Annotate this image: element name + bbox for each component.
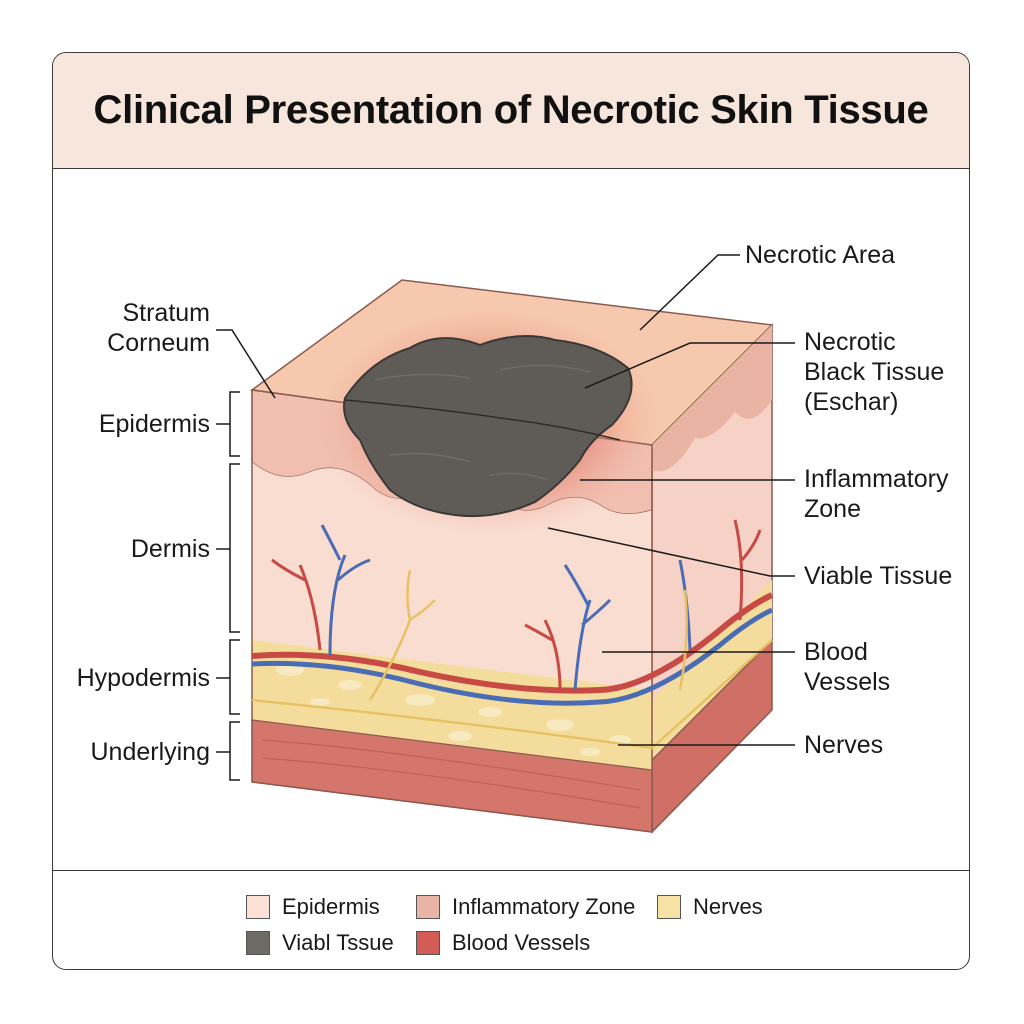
legend-swatch — [246, 931, 270, 955]
label-dermis: Dermis — [130, 535, 210, 563]
label-nerves: Nerves — [804, 731, 884, 759]
legend-swatch — [246, 895, 270, 919]
layer-brackets — [216, 391, 240, 781]
legend-item: Epidermis — [246, 894, 380, 920]
vein — [251, 607, 774, 706]
label-underlying: Underlying — [90, 738, 210, 766]
artery — [251, 592, 774, 694]
legend-label: Nerves — [693, 894, 763, 919]
legend-swatch — [416, 895, 440, 919]
legend-item: Nerves — [657, 894, 763, 920]
legend-item: Blood Vessels — [416, 930, 590, 956]
legend-divider — [52, 870, 970, 871]
legend-label: Inflammatory Zone — [452, 894, 636, 919]
front-fat — [252, 640, 652, 770]
label-inflammatory-zone: Inflammatory Zone — [804, 465, 949, 523]
label-hypodermis: Hypodermis — [76, 664, 210, 692]
label-stratum-corneum: Stratum Corneum — [107, 299, 210, 357]
page-title: Clinical Presentation of Necrotic Skin T… — [93, 88, 929, 132]
legend-item: Viabl Tssue — [246, 930, 394, 956]
legend-label: Blood Vessels — [452, 930, 591, 955]
legend-swatch — [657, 895, 681, 919]
title-bar: Clinical Presentation of Necrotic Skin T… — [53, 53, 969, 169]
legend-label: Viabl Tssue — [282, 930, 394, 955]
right-face-epidermis — [652, 325, 772, 472]
label-blood-vessels: Blood Vessels — [804, 638, 891, 696]
legend-swatch — [416, 931, 440, 955]
legend-item: Inflammatory Zone — [416, 894, 635, 920]
label-eschar: Necrotic Black Tissue (Eschar) — [804, 328, 945, 416]
label-viable-tissue: Viable Tissue — [804, 562, 953, 590]
epidermis-boundary-line — [344, 399, 621, 441]
nerves — [251, 569, 773, 750]
leader-lines — [216, 254, 795, 746]
diagram-card: Clinical Presentation of Necrotic Skin T… — [52, 52, 970, 970]
label-necrotic-area: Necrotic Area — [745, 241, 896, 269]
label-epidermis: Epidermis — [98, 410, 210, 438]
legend-label: Epidermis — [282, 894, 380, 919]
